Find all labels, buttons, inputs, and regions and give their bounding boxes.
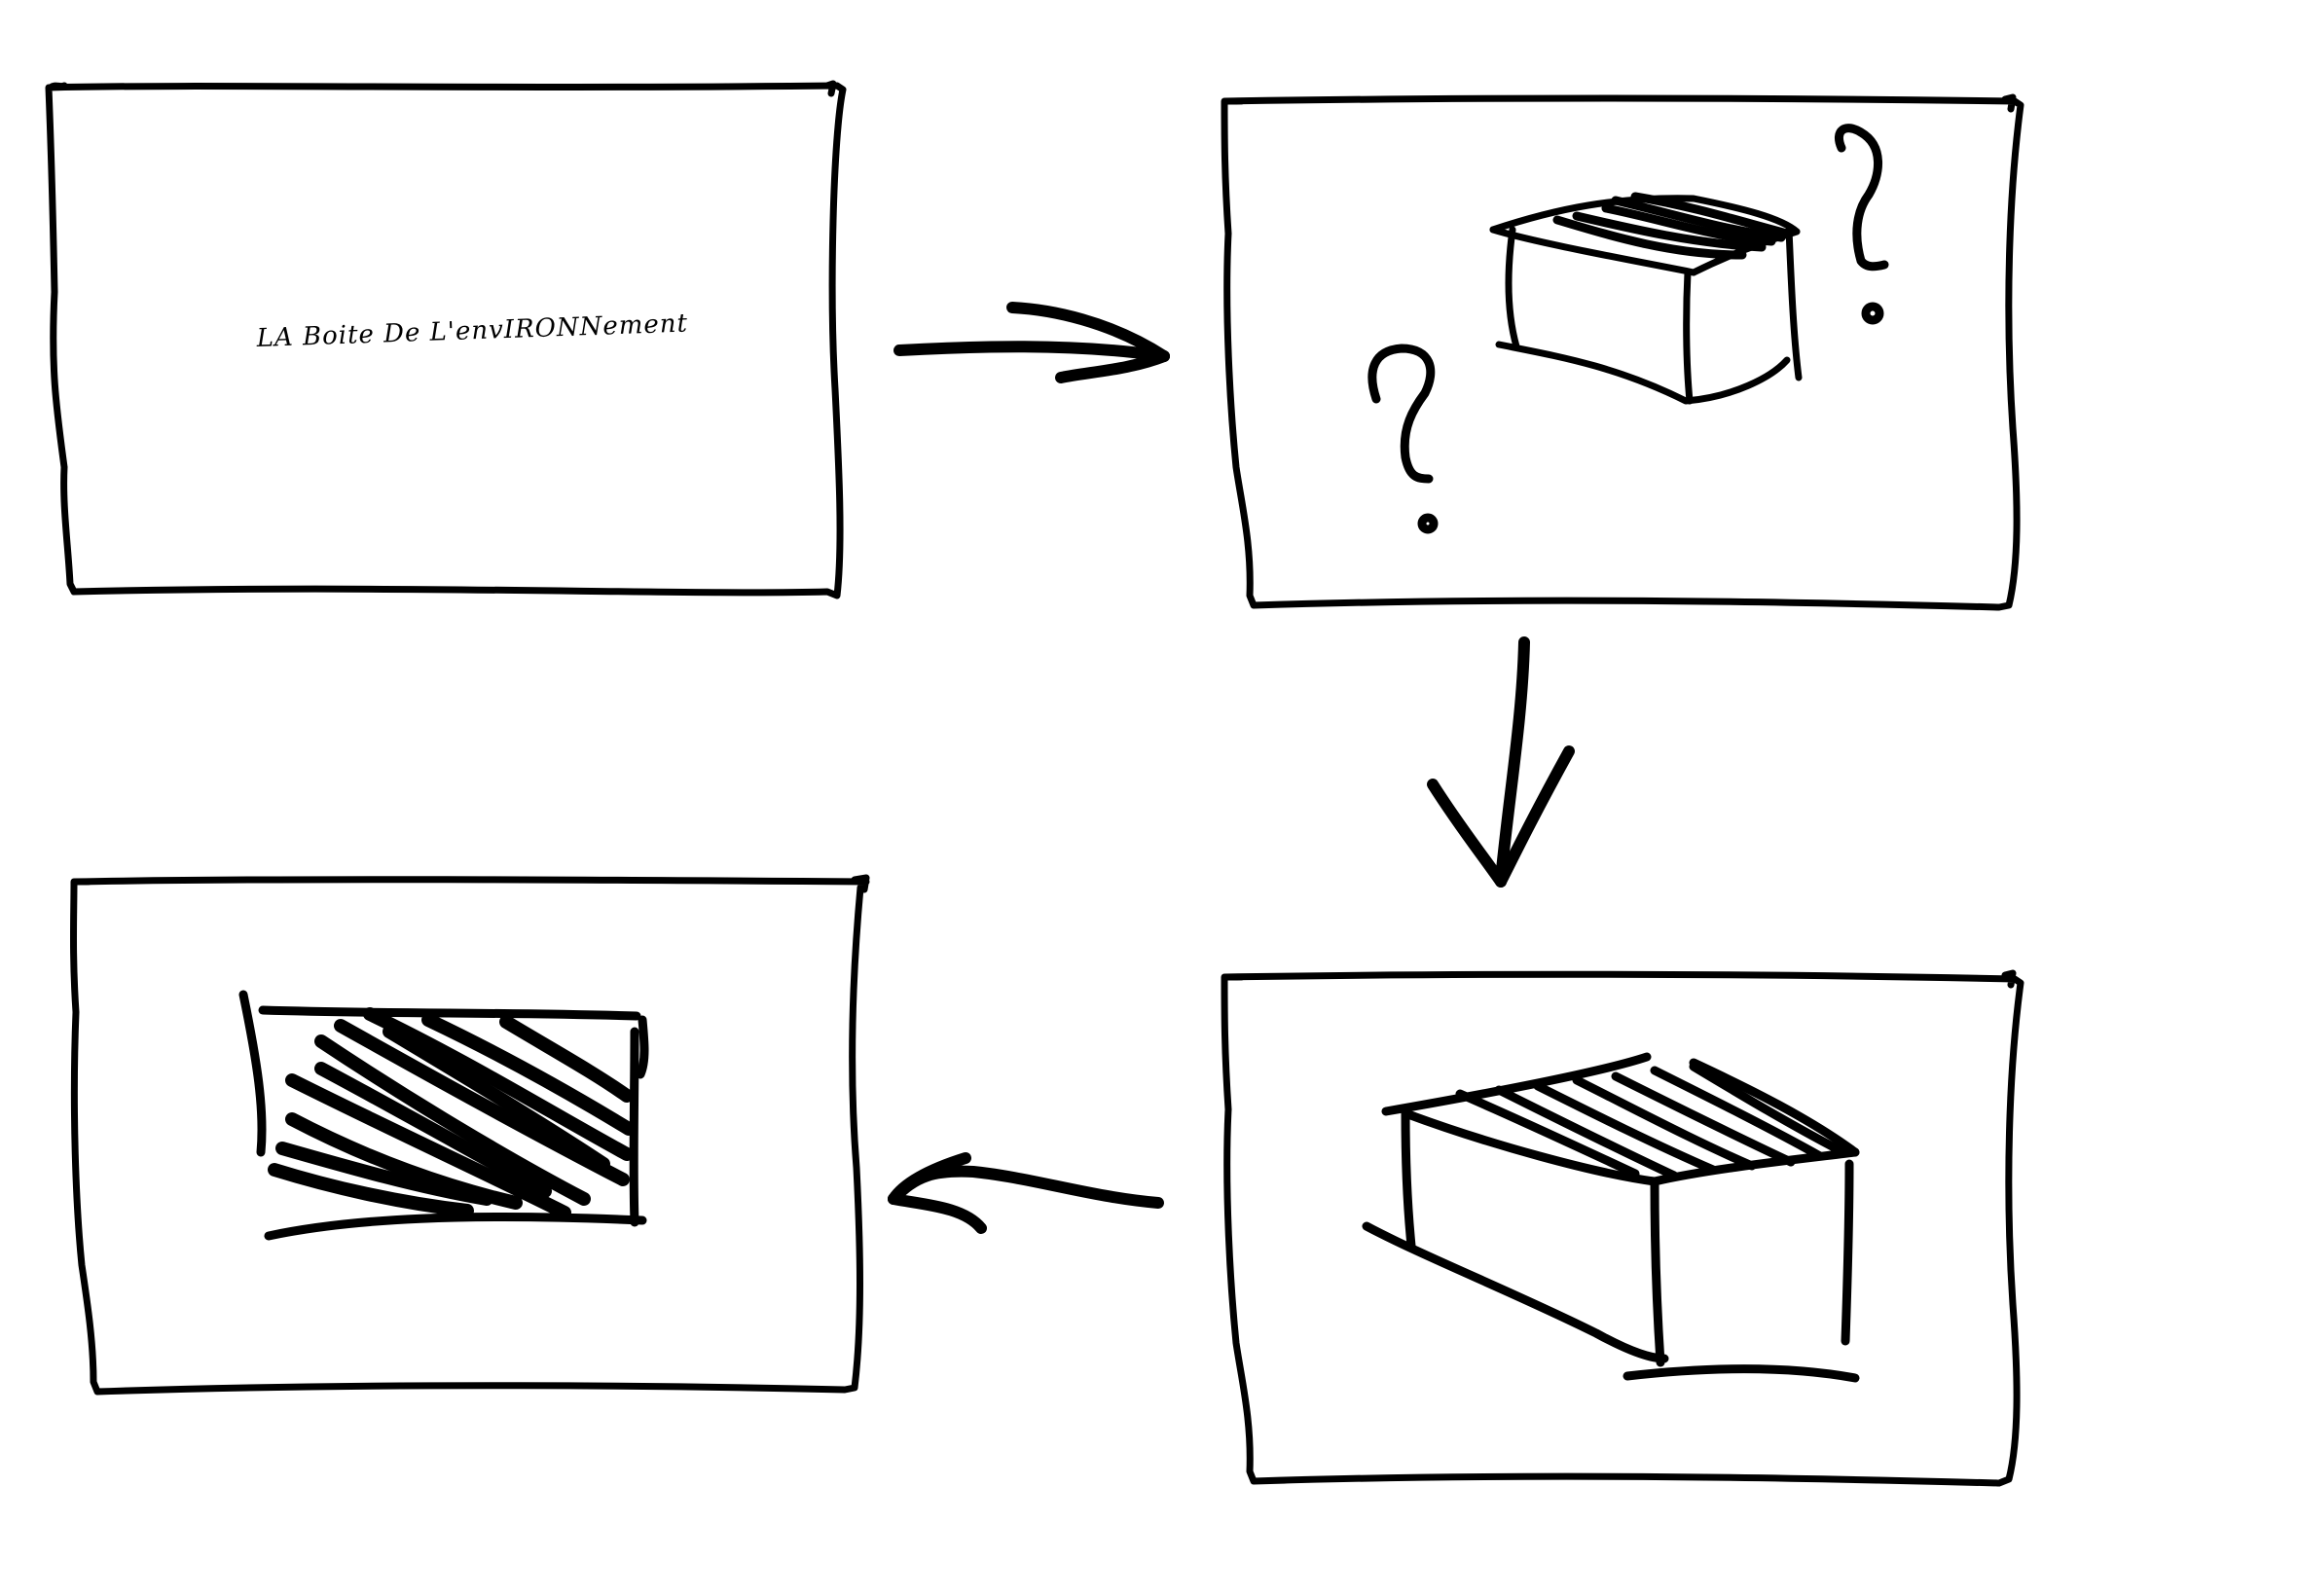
panel-3-box-shading xyxy=(1455,1062,1844,1180)
arrow-left xyxy=(888,1152,1164,1234)
panel-3 xyxy=(1221,969,2024,1487)
question-mark-right-icon xyxy=(1835,124,1889,325)
panel-2-box-shading xyxy=(1552,192,1792,260)
panel-2 xyxy=(1221,93,2024,611)
panel-1-frame xyxy=(45,80,847,599)
panel-1: LA Boite De L'envIRONNement xyxy=(45,80,847,599)
arrow-right xyxy=(893,302,1170,383)
arrow-down xyxy=(1427,636,1575,888)
panel-4-filled-block xyxy=(238,990,649,1241)
panel-4-scribble-fill xyxy=(268,1007,636,1219)
panel-2-box xyxy=(1489,192,1803,405)
panel-3-frame xyxy=(1221,969,2024,1487)
panel-2-frame xyxy=(1221,93,2024,611)
panel-1-caption: LA Boite De L'envIRONNement xyxy=(255,309,688,353)
panel-3-box xyxy=(1362,1052,1860,1383)
panel-4-frame xyxy=(70,874,870,1396)
panel-4 xyxy=(70,874,870,1396)
question-mark-left-icon xyxy=(1367,344,1439,534)
